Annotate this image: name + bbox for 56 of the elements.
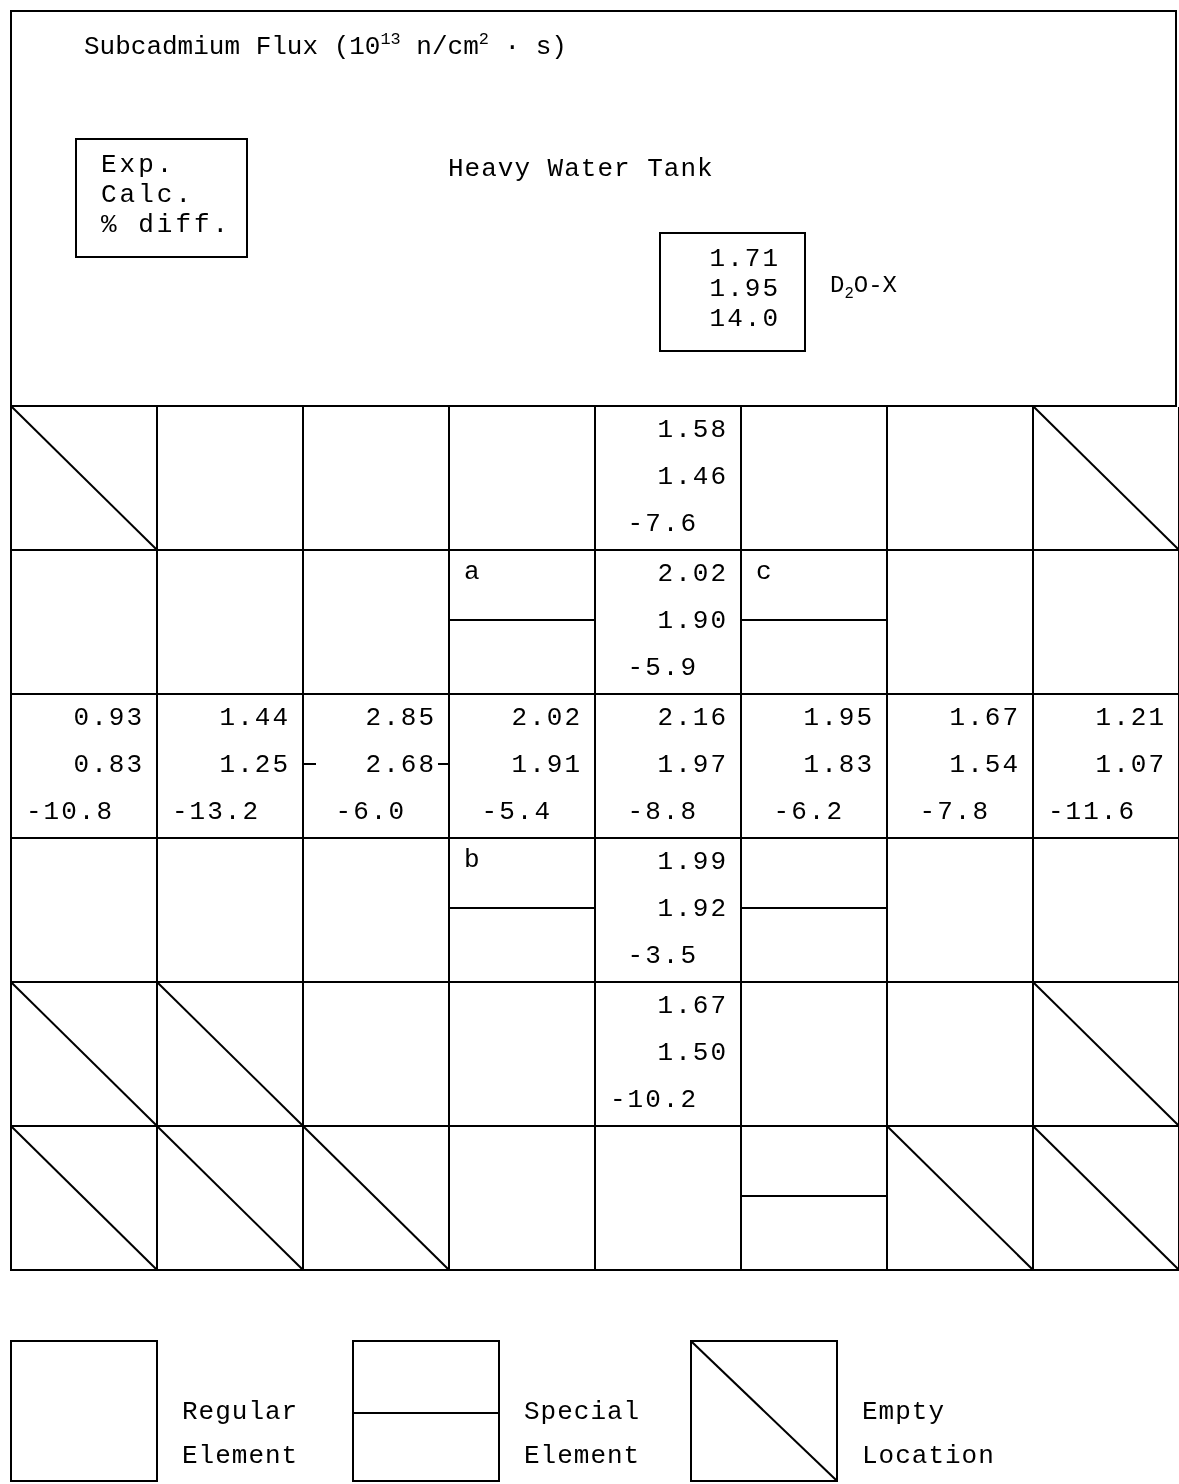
- box-caption: D$_{2}$O-X: [830, 272, 897, 303]
- regular-element-cell: [596, 695, 742, 839]
- legend-label: Regular Element: [182, 1396, 300, 1473]
- regular-element-cell: [596, 839, 742, 983]
- regular-element-cell: [596, 1127, 742, 1271]
- regular-element-cell: [888, 407, 1034, 551]
- key-box: [75, 138, 248, 258]
- regular-element-cell: [888, 695, 1034, 839]
- special-element-cell: [742, 1127, 888, 1271]
- regular-element-cell: [742, 983, 888, 1127]
- regular-element-cell: [450, 983, 596, 1127]
- element-label: b: [464, 845, 480, 875]
- regular-element-cell: [596, 551, 742, 695]
- tank-region: [10, 10, 1177, 407]
- regular-element-cell: [450, 1127, 596, 1271]
- regular-element-cell: [10, 839, 158, 983]
- diagram-title: Subcadmium Flux (10$^{13}$ n/cm$^{2}$ · s): [84, 30, 567, 62]
- regular-element-cell: [158, 839, 304, 983]
- regular-element-cell: [10, 551, 158, 695]
- regular-element-cell: [304, 983, 450, 1127]
- regular-element-cell: [158, 695, 304, 839]
- regular-element-cell: [1034, 839, 1179, 983]
- measurement-box: [659, 232, 806, 352]
- cell-value: 1.71: [709, 244, 780, 274]
- regular-element-cell: [742, 407, 888, 551]
- element-label: a: [464, 557, 480, 587]
- regular-element-cell: [742, 695, 888, 839]
- regular-element-cell: [596, 983, 742, 1127]
- regular-element-cell: [888, 983, 1034, 1127]
- legend-label: Empty Location: [862, 1396, 996, 1473]
- regular-element-cell: [888, 839, 1034, 983]
- key-label: Calc.: [101, 180, 194, 210]
- regular-element-cell: [1034, 551, 1179, 695]
- legend-label: Special Element: [524, 1396, 642, 1473]
- key-label: Exp.: [101, 150, 176, 180]
- regular-element-cell: [304, 839, 450, 983]
- special-element-cell: [304, 695, 450, 839]
- regular-element-cell: [596, 407, 742, 551]
- regular-element-cell: [450, 695, 596, 839]
- regular-element-cell: [304, 551, 450, 695]
- cell-value: 14.0: [709, 304, 780, 334]
- element-label: c: [756, 557, 772, 587]
- special-element-cell: [450, 839, 596, 983]
- special-element-cell: [742, 839, 888, 983]
- regular-element-cell: [158, 551, 304, 695]
- regular-element-cell: [1034, 695, 1179, 839]
- regular-element-cell: [304, 407, 450, 551]
- special-element-cell: [450, 551, 596, 695]
- cell-value: 1.95: [709, 274, 780, 304]
- regular-element-cell: [158, 407, 304, 551]
- key-label: % diff.: [101, 210, 232, 240]
- regular-element-cell: [450, 407, 596, 551]
- regular-element-cell: [888, 551, 1034, 695]
- regular-element-cell: [10, 695, 158, 839]
- region-label: Heavy Water Tank: [448, 154, 714, 184]
- special-element-cell: [742, 551, 888, 695]
